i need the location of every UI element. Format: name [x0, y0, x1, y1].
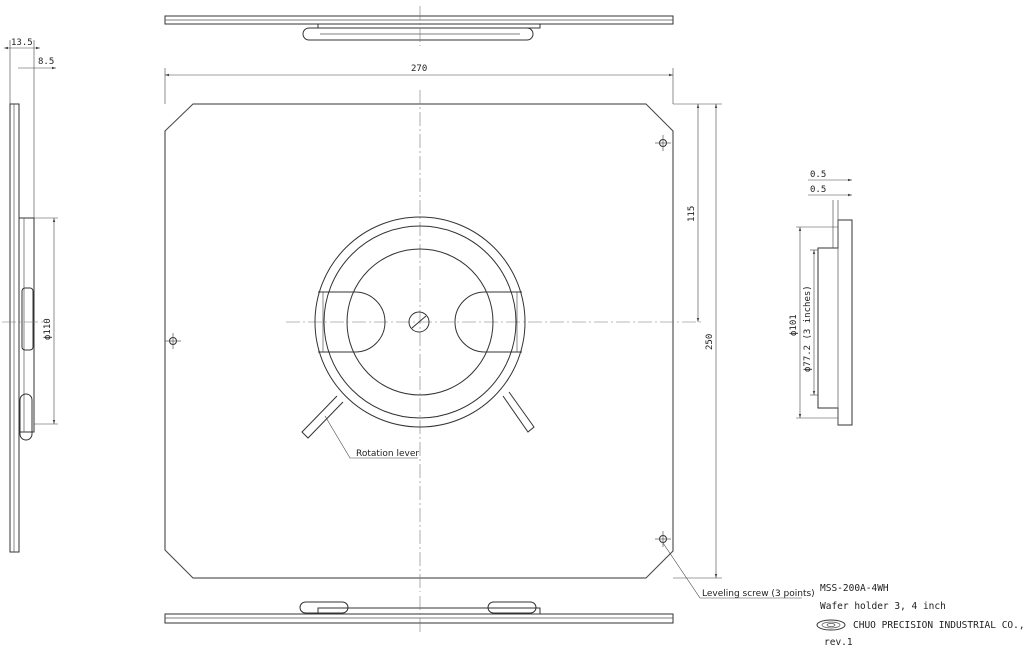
- plan-view: 270 250 115 Rotation lever Leveling scre…: [164, 64, 815, 599]
- dim-13-5: 13.5: [11, 38, 33, 48]
- dim-phi-101: ϕ101: [789, 314, 799, 336]
- rotation-lever-label: Rotation lever: [356, 449, 419, 459]
- dim-115: 115: [687, 206, 697, 222]
- title-block: MSS-200A-4WH Wafer holder 3, 4 inch CHUO…: [816, 583, 1024, 648]
- dim-phi-110: ϕ110: [43, 318, 53, 340]
- dim-gap-second: 0.5: [810, 185, 826, 195]
- top-edge-view: [164, 6, 674, 46]
- leveling-screw-bottom-right: [655, 531, 671, 547]
- dim-gap-top: 0.5: [810, 170, 826, 180]
- revision: rev.1: [824, 637, 853, 648]
- company-name: CHUO PRECISION INDUSTRIAL CO.,LTD.: [853, 620, 1024, 631]
- right-section-view: 0.5 0.5 ϕ101 ϕ77.2 (3 inches): [789, 170, 853, 426]
- dim-8-5: 8.5: [38, 57, 54, 67]
- dim-phi-77-2: ϕ77.2 (3 inches): [803, 285, 813, 372]
- dim-270: 270: [411, 64, 427, 74]
- model-number: MSS-200A-4WH: [820, 583, 889, 594]
- leveling-screw-top-right: [655, 135, 671, 151]
- description: Wafer holder 3, 4 inch: [820, 601, 946, 612]
- bottom-edge-view: [164, 596, 674, 632]
- leveling-screw-label: Leveling screw (3 points): [702, 589, 815, 599]
- left-side-view: 13.5 8.5 ϕ110: [2, 38, 58, 553]
- dim-250: 250: [705, 334, 715, 350]
- leveling-screw-left: [165, 333, 181, 349]
- company-logo-icon: [816, 619, 846, 631]
